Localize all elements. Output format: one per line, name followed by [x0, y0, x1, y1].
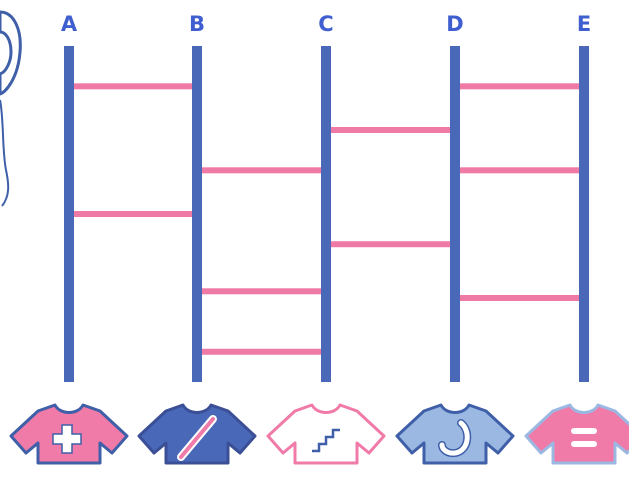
column-labels: A B C D E [61, 12, 591, 36]
character-partial [0, 10, 22, 207]
column-label-a: A [61, 12, 78, 36]
character-body-outline [0, 99, 10, 207]
shirt-collar [182, 404, 212, 414]
pole-b [192, 46, 202, 382]
shirt-a[interactable] [9, 403, 129, 465]
pole-a [64, 46, 74, 382]
column-label-b: B [189, 12, 205, 36]
pole-c [321, 46, 331, 382]
rung-b-c-5 [197, 348, 326, 355]
shirt-collar [569, 404, 599, 414]
pole-d [450, 46, 460, 382]
ladder-poles [64, 46, 589, 382]
shirt-collar [440, 404, 470, 414]
column-label-c: C [318, 12, 333, 36]
rung-b-c-4 [197, 288, 326, 295]
rung-d-e-8 [455, 83, 584, 90]
character-head-outline [0, 10, 22, 96]
column-label-e: E [577, 12, 591, 36]
slash-icon [177, 415, 217, 461]
shirt-body [266, 403, 386, 465]
rung-d-e-10 [455, 295, 584, 301]
shirt-b[interactable] [137, 403, 257, 465]
ladder-rungs [69, 83, 584, 355]
shirt-d[interactable] [395, 403, 515, 465]
shirt-e[interactable] [524, 403, 629, 465]
hook-icon [438, 419, 472, 458]
shirt-row [9, 403, 629, 465]
shirt-collar [311, 404, 341, 414]
stairs-icon [312, 428, 340, 453]
shirt-collar [54, 404, 84, 414]
rung-b-c-3 [197, 167, 326, 174]
rung-d-e-9 [455, 167, 584, 174]
rung-c-d-7 [326, 241, 455, 248]
column-label-d: D [446, 12, 463, 36]
equals-icon [571, 428, 597, 447]
pole-e [579, 46, 589, 382]
shirt-c[interactable] [266, 403, 386, 465]
rung-c-d-6 [326, 127, 455, 133]
rung-a-b-2 [69, 211, 197, 217]
rung-a-b-1 [69, 83, 197, 90]
plus-icon [52, 424, 82, 454]
